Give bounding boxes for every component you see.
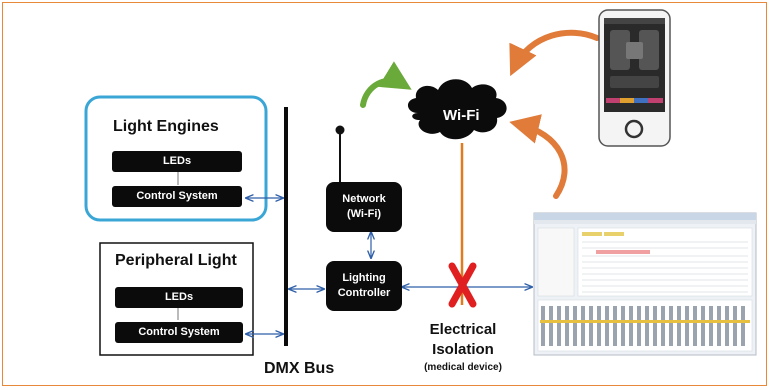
green-curved-arrow (360, 61, 412, 108)
isolation-line2: Isolation (432, 341, 494, 358)
smartphone-icon (598, 9, 671, 147)
antenna-icon (335, 125, 345, 135)
isolation-line1: Electrical (429, 321, 497, 338)
lighting-controller-node: Lighting Controller (326, 261, 402, 311)
network-line1: Network (342, 193, 386, 205)
isolation-x-icon (448, 262, 477, 308)
network-line2: (Wi-Fi) (346, 208, 382, 220)
orange-curved-arrow-bottom (509, 114, 568, 199)
light-engines-title: Light Engines (113, 118, 219, 135)
controller-line2: Controller (337, 287, 391, 299)
dmx-bus-label: DMX Bus (264, 360, 335, 377)
light-engines-leds: LEDs (112, 151, 242, 172)
light-engines-control-system: Control System (112, 186, 242, 207)
network-wifi-node: Network (Wi-Fi) (326, 182, 402, 232)
orange-curved-arrow-top (509, 29, 600, 77)
peripheral-light-title: Peripheral Light (115, 252, 237, 269)
wifi-cloud-icon (407, 79, 507, 140)
computer-software-screenshot (533, 212, 757, 356)
wifi-cloud-label: Wi-Fi (443, 107, 480, 124)
diagram-frame (2, 2, 767, 386)
peripheral-control-system: Control System (115, 322, 243, 343)
peripheral-leds: LEDs (115, 287, 243, 308)
isolation-line3: (medical device) (424, 362, 502, 373)
controller-line1: Lighting (342, 272, 386, 284)
